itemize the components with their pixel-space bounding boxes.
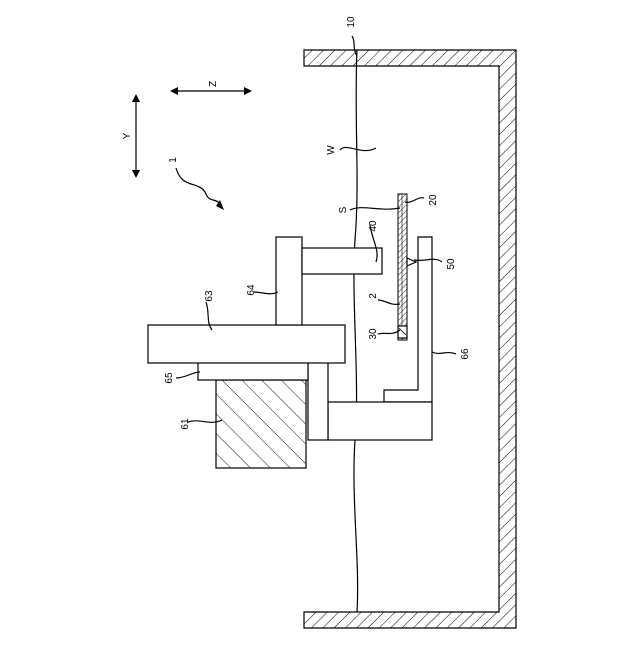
liquid-surface-line <box>354 50 358 612</box>
label-10: 10 <box>346 16 357 28</box>
label-50: 50 <box>446 258 457 270</box>
y-axis-label: Y <box>122 132 133 139</box>
label-61: 61 <box>180 418 191 430</box>
plate-20 <box>398 194 407 340</box>
label-63: 63 <box>204 290 215 302</box>
z-axis-arrow <box>170 87 252 95</box>
label-W: W <box>326 145 337 155</box>
label-S: S <box>338 206 349 213</box>
base-61 <box>216 380 306 468</box>
label-64: 64 <box>246 284 257 296</box>
tool-50 <box>407 258 416 266</box>
label-30: 30 <box>368 328 379 340</box>
support-block <box>328 402 432 440</box>
arm-64 <box>276 237 302 325</box>
label-1: 1 <box>168 157 179 163</box>
support-post <box>308 362 328 440</box>
column-63 <box>148 325 345 363</box>
y-axis-arrow <box>132 94 140 178</box>
label-2: 2 <box>368 293 379 299</box>
z-axis-label: Z <box>208 81 219 87</box>
label-65: 65 <box>164 372 175 384</box>
label-66: 66 <box>460 348 471 360</box>
nozzle-40 <box>302 248 382 274</box>
stand-65 <box>198 362 308 380</box>
label-40: 40 <box>368 220 379 232</box>
support-66 <box>384 237 432 402</box>
label-20: 20 <box>428 194 439 206</box>
